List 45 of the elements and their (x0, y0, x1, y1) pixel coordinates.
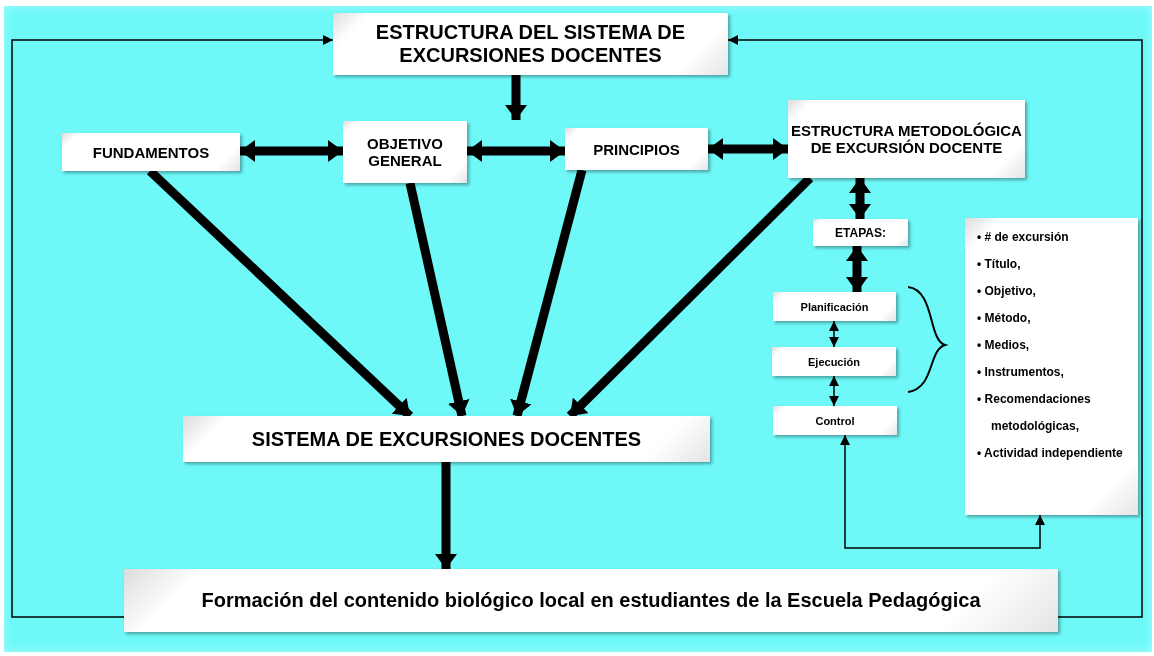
arrow (849, 178, 871, 219)
arrow (829, 375, 839, 407)
box-label: PRINCIPIOS (593, 140, 680, 158)
box-label: OBJETIVO GENERAL (366, 135, 444, 169)
text-box (773, 292, 896, 321)
arrow (467, 140, 565, 162)
list-item: • # de excursión (976, 229, 1070, 246)
text-box (773, 406, 897, 435)
box-label: ETAPAS: (835, 225, 886, 240)
list-item: • Instrumentos, (976, 364, 1065, 381)
arrow (829, 320, 839, 348)
box-label: FUNDAMENTOS (92, 143, 210, 161)
box-label: Formación del contenido biológico local en estudiantes de la Escuela Pedagógica (201, 589, 981, 612)
box-label: Control (815, 414, 855, 427)
text-box (333, 13, 728, 75)
list-item: • Método, (976, 310, 1032, 327)
arrow (505, 75, 527, 120)
arrow (405, 182, 470, 417)
arrow (240, 140, 343, 162)
list-item: • Objetivo, (976, 283, 1037, 300)
text-box (788, 100, 1025, 178)
text-box (772, 347, 896, 376)
box-label: ESTRUCTURA DEL SISTEMA DE EXCURSIONES DOCENTES (374, 21, 687, 67)
list-item: • Actividad independiente (976, 445, 1124, 462)
box-label: ESTRUCTURA METODOLÓGICA DE EXCURSIÓN DOCENTE (790, 122, 1023, 156)
text-box (813, 219, 908, 246)
arrow (727, 35, 1143, 618)
arrow (11, 35, 334, 618)
text-box (183, 416, 710, 462)
list-item: • Título, (976, 256, 1022, 273)
arrow (510, 168, 587, 418)
box-label: Planificación (800, 300, 869, 313)
arrow (840, 434, 1045, 549)
arrow (846, 246, 868, 292)
text-box (62, 133, 240, 171)
box-label: Ejecución (808, 355, 860, 368)
text-box (124, 569, 1058, 632)
list-item: • Medios, (976, 337, 1031, 354)
box-label: SISTEMA DE EXCURSIONES DOCENTES (251, 427, 642, 451)
arrow (435, 462, 457, 569)
list-box (965, 218, 1138, 515)
arrow (708, 138, 788, 160)
list-item: • Recomendaciones metodológicas, (976, 391, 1092, 435)
text-box (343, 121, 467, 183)
text-box (565, 128, 708, 170)
